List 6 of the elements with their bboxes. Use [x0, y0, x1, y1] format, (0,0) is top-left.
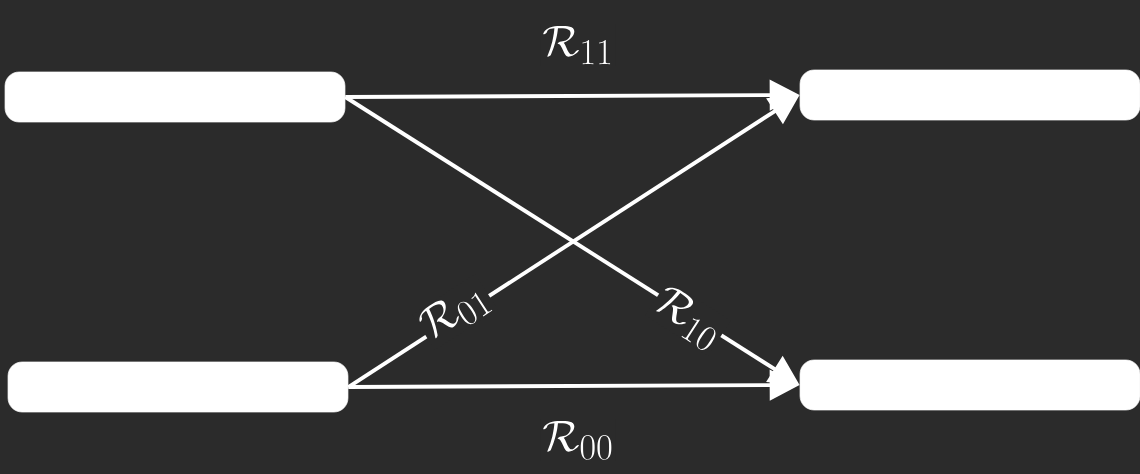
edge-label: $\mathcal{R}_{00}$ — [540, 419, 616, 461]
edge-label: $\mathcal{R}_{11}$ — [540, 24, 616, 66]
chalk-smear — [4, 71, 346, 123]
edge-label: $\mathcal{R}_{10}$ — [645, 280, 731, 356]
edge-label: $\mathcal{R}_{01}$ — [412, 274, 498, 350]
chalk-smear — [7, 361, 349, 413]
